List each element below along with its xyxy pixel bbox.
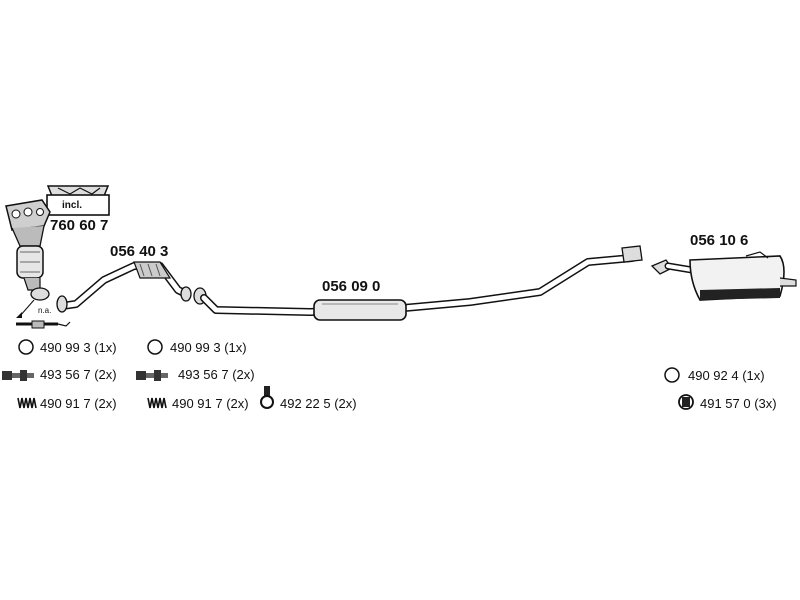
oxygen-sensor-icon — [16, 299, 71, 329]
incl-label: incl. — [62, 200, 83, 211]
accessory-spring-front: 490 91 7 (2x) — [40, 396, 117, 411]
middle-silencer-icon — [193, 245, 643, 321]
accessory-bolt-mid: 493 56 7 (2x) — [178, 367, 255, 382]
accessory-ring-mid: 490 99 3 (1x) — [170, 340, 247, 355]
part-number-front-pipe: 056 40 3 — [110, 243, 169, 260]
rear-silencer-icon — [650, 251, 797, 301]
hanger-icon-rear — [678, 394, 694, 410]
spring-icon-mid — [147, 397, 167, 409]
part-number-catalytic-converter: 760 60 7 — [50, 217, 109, 234]
bolt-icon-front — [2, 370, 34, 381]
accessory-clamp: 492 22 5 (2x) — [280, 396, 357, 411]
bolt-icon-mid — [136, 370, 168, 381]
accessory-spring-mid: 490 91 7 (2x) — [172, 396, 249, 411]
ring-icon-mid — [147, 339, 163, 355]
accessory-ring-front: 490 99 3 (1x) — [40, 340, 117, 355]
part-number-middle-silencer: 056 09 0 — [322, 278, 381, 295]
ring-icon-front — [18, 339, 34, 355]
accessory-hanger-rear: 491 57 0 (3x) — [700, 396, 777, 411]
spring-icon-front — [17, 397, 37, 409]
part-number-rear-silencer: 056 10 6 — [690, 232, 749, 249]
front-pipe-icon — [56, 261, 192, 313]
gasket-set-icon — [46, 185, 110, 216]
clamp-icon — [260, 386, 274, 409]
ring-icon-rear — [664, 367, 680, 383]
catalytic-converter-icon — [5, 199, 51, 301]
na-label: n.a. — [38, 306, 52, 315]
accessory-bolt-front: 493 56 7 (2x) — [40, 367, 117, 382]
accessory-ring-rear: 490 92 4 (1x) — [688, 368, 765, 383]
